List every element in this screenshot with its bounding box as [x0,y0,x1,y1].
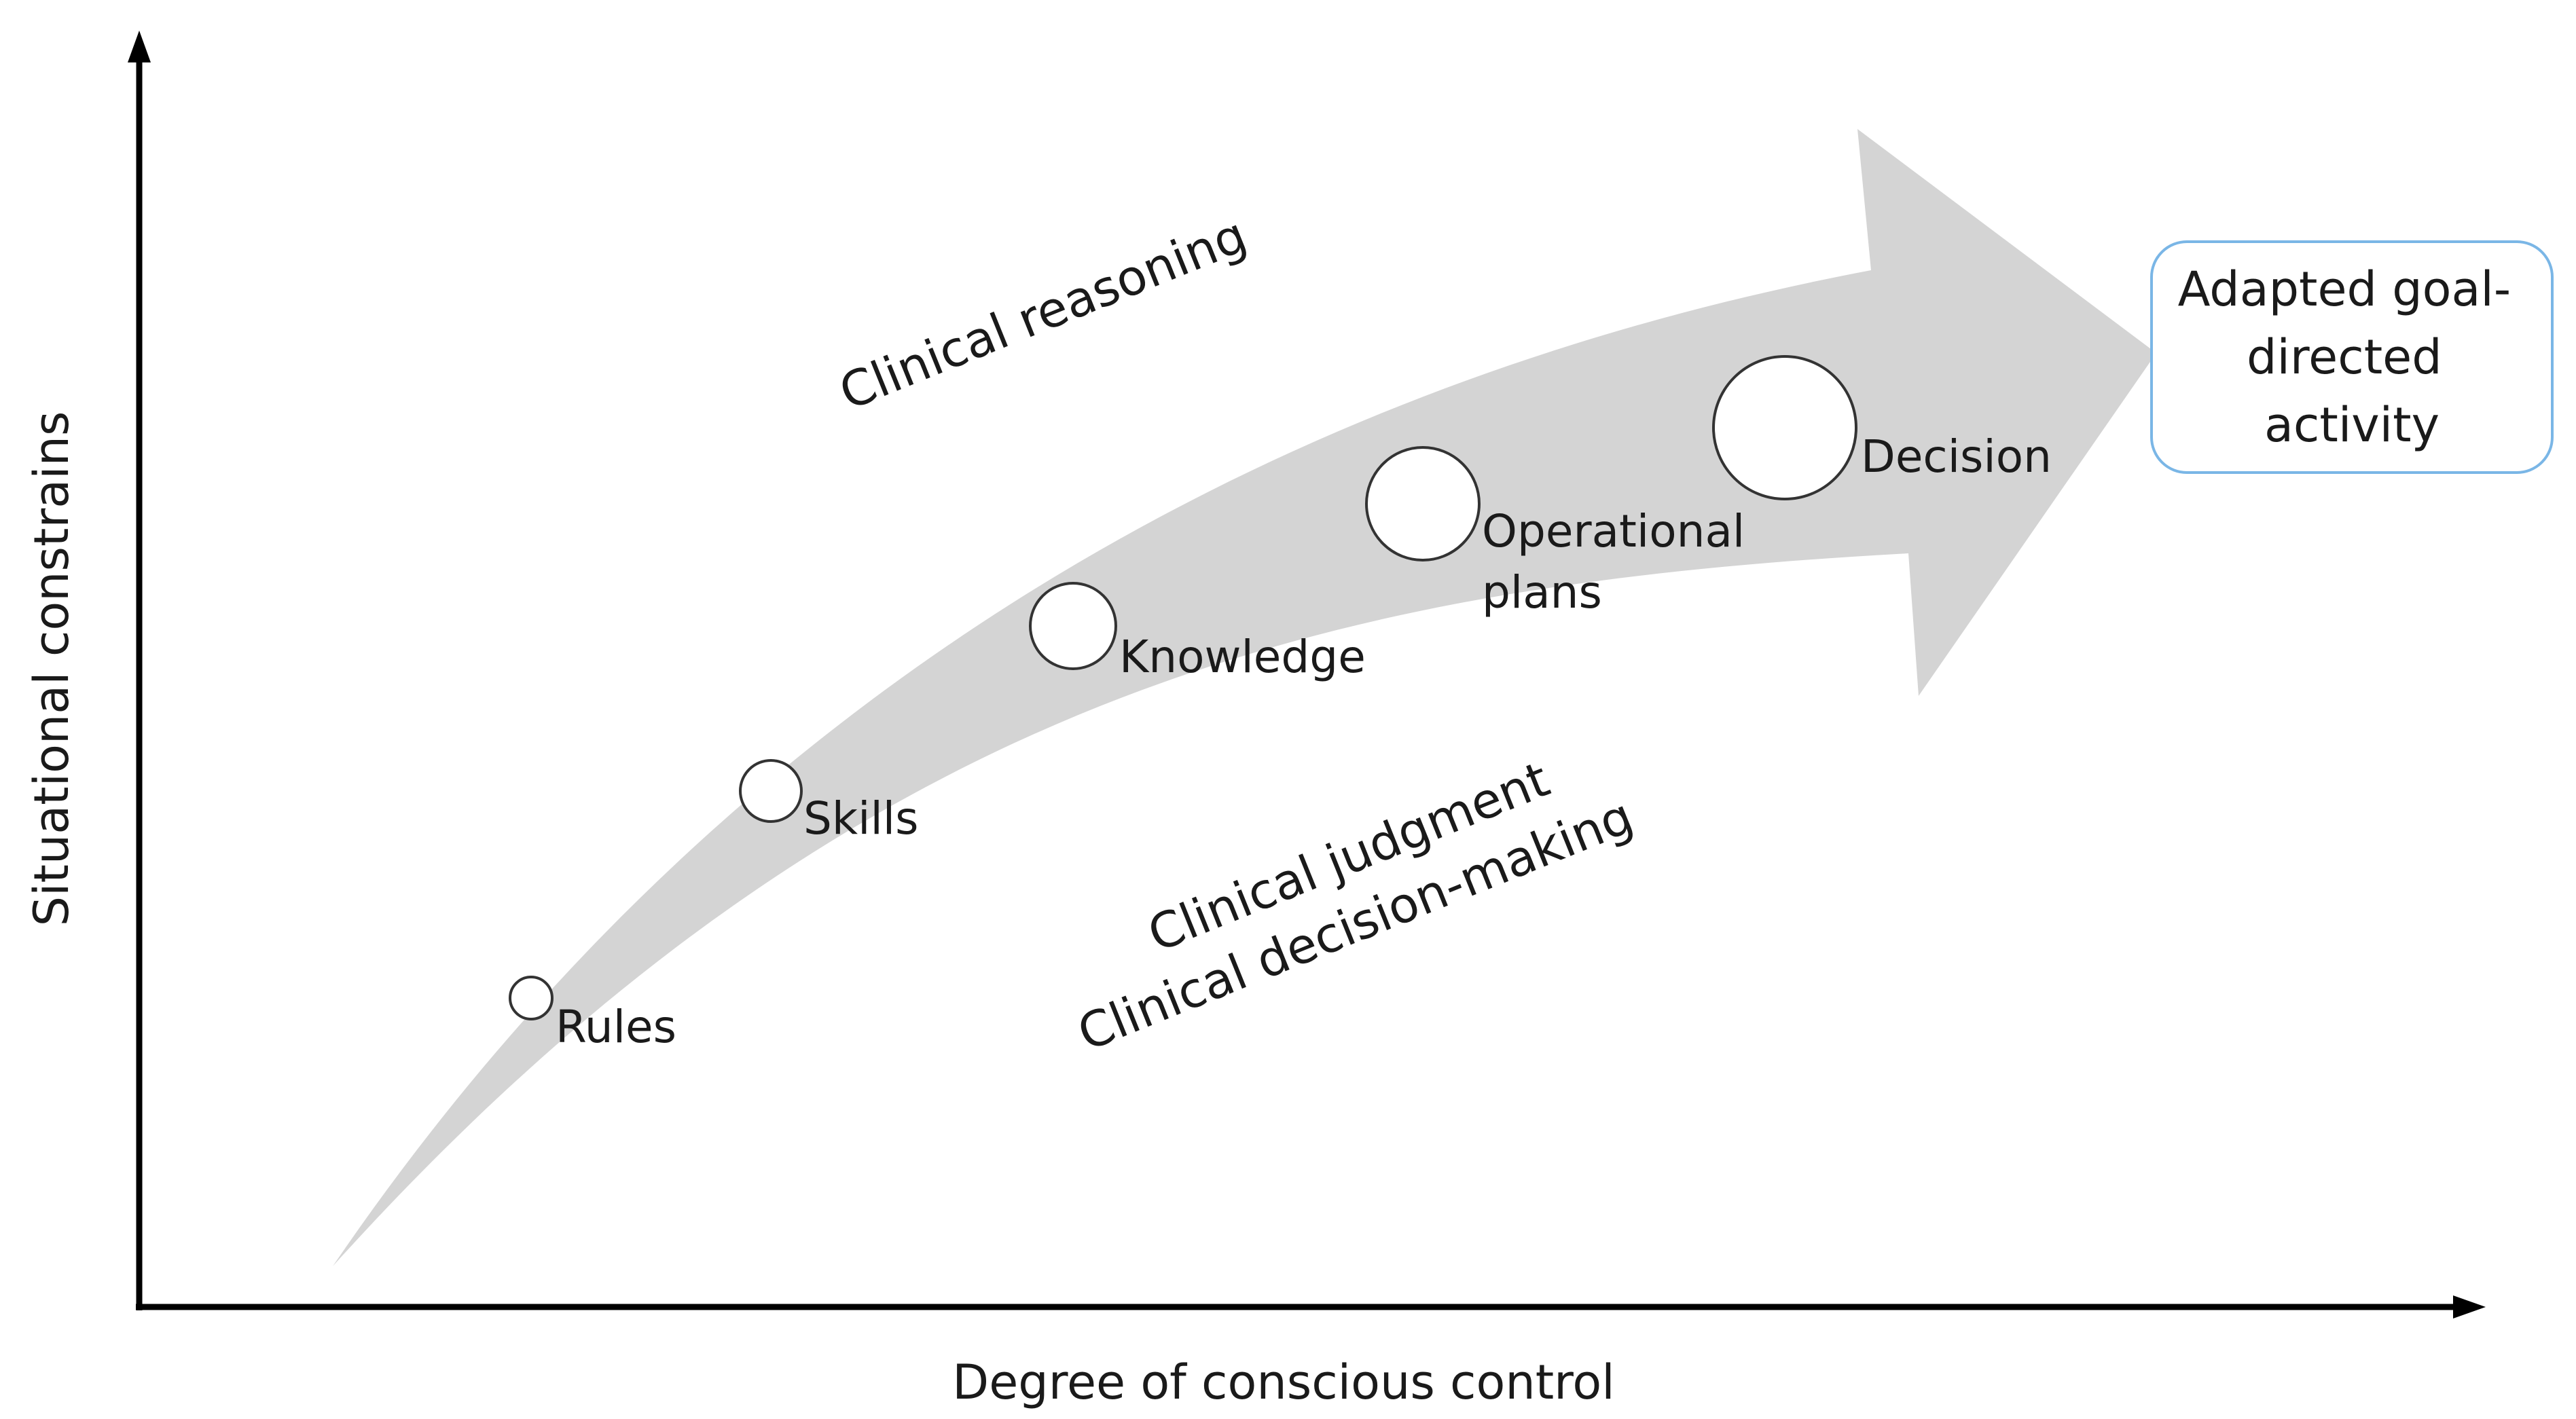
outcome-line-3: activity [2264,397,2439,453]
node-decision: Decision [1712,355,2052,500]
node-label-operational-plans-line-1: Operational [1482,505,1745,557]
node-label-skills: Skills [803,792,919,845]
outcome-box: Adapted goal- directed activity [2150,240,2554,474]
progress-arrow [333,129,2156,1266]
node-rules: Rules [509,976,676,1053]
node-label-decision: Decision [1861,430,2052,483]
node-operational-plans: Operational plans [1365,446,1759,619]
y-axis-label: Situational constrains [24,411,79,927]
outcome-text: Adapted goal- directed activity [2178,261,2526,453]
node-circle-skills [739,759,803,823]
x-axis-arrowhead [2453,1295,2486,1319]
y-axis-arrowhead [128,31,151,62]
node-circle-operational-plans [1365,446,1481,561]
outcome-box-border [2150,240,2554,474]
node-circle-rules [509,976,554,1020]
outcome-line-2: directed [2247,329,2442,385]
region-label-above: Clinical reasoning [831,206,1254,421]
node-skills: Skills [739,759,919,845]
node-label-rules: Rules [556,1001,676,1053]
axes [128,31,2486,1319]
node-circle-decision [1712,355,1857,500]
x-axis-label: Degree of conscious control [952,1354,1614,1410]
node-label-knowledge: Knowledge [1119,631,1366,683]
node-label-operational-plans: Operational plans [1482,505,1759,619]
node-knowledge: Knowledge [1029,582,1366,683]
outcome-line-1: Adapted goal- [2178,261,2511,317]
node-label-operational-plans-line-2: plans [1482,566,1602,619]
node-circle-knowledge [1029,582,1117,670]
